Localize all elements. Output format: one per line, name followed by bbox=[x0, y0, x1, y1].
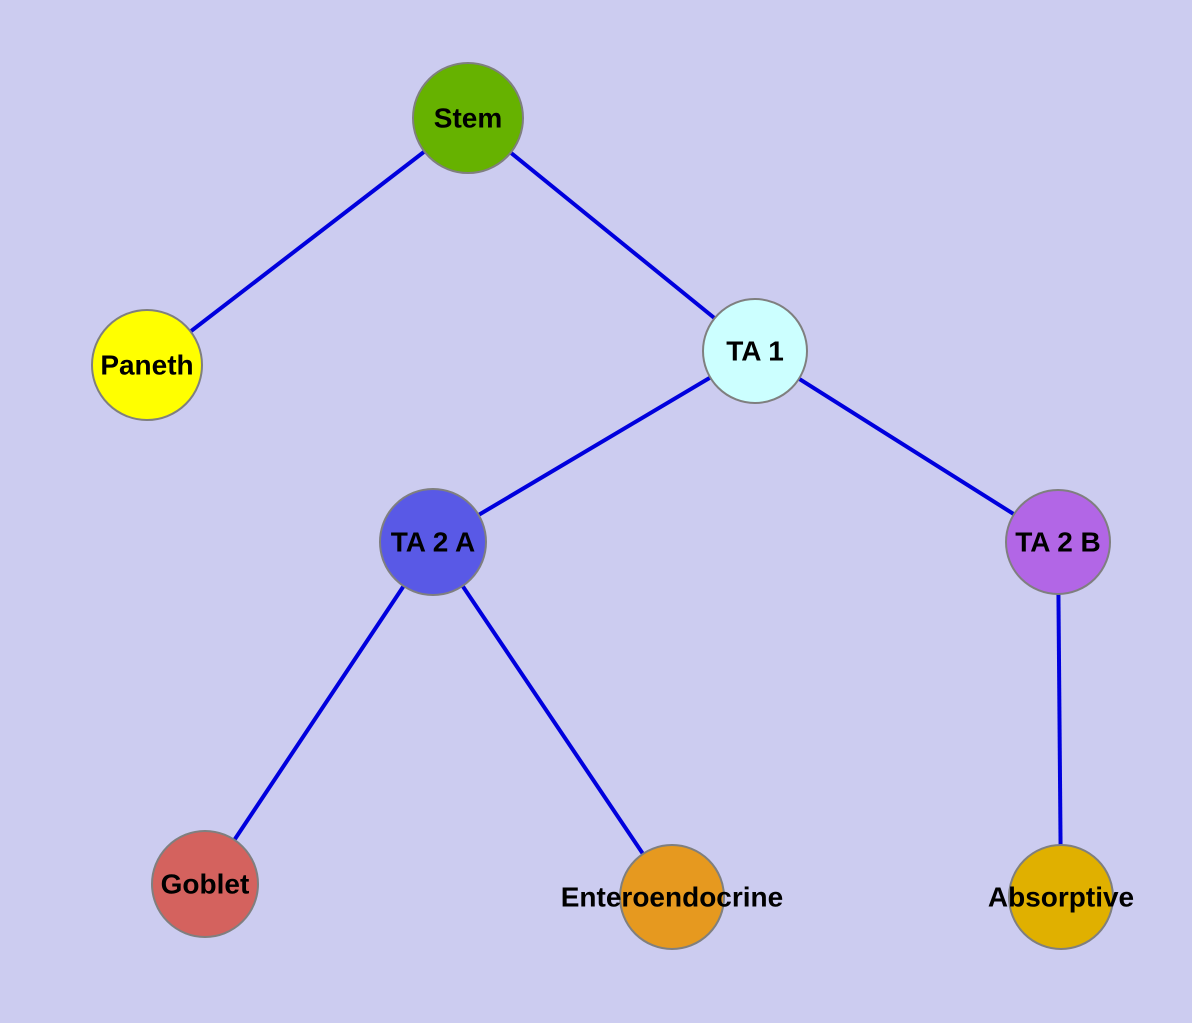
edge-ta1-ta2a[interactable] bbox=[431, 349, 757, 544]
node-ta2b[interactable] bbox=[1005, 489, 1111, 595]
edge-ta2a-enteroendocrine[interactable] bbox=[431, 540, 674, 899]
node-ta2a[interactable] bbox=[379, 488, 487, 596]
edge-layer bbox=[145, 116, 1063, 899]
node-stem[interactable] bbox=[412, 62, 524, 174]
node-paneth[interactable] bbox=[91, 309, 203, 421]
node-layer bbox=[91, 62, 1114, 950]
edge-stem-paneth[interactable] bbox=[145, 116, 470, 367]
edge-stem-ta1[interactable] bbox=[466, 116, 757, 353]
edge-ta2a-goblet[interactable] bbox=[203, 540, 435, 886]
node-absorptive[interactable] bbox=[1008, 844, 1114, 950]
node-goblet[interactable] bbox=[151, 830, 259, 938]
edge-ta2b-absorptive[interactable] bbox=[1056, 541, 1063, 898]
edge-ta1-ta2b[interactable] bbox=[753, 349, 1060, 544]
node-enteroendocrine[interactable] bbox=[619, 844, 725, 950]
node-ta1[interactable] bbox=[702, 298, 808, 404]
